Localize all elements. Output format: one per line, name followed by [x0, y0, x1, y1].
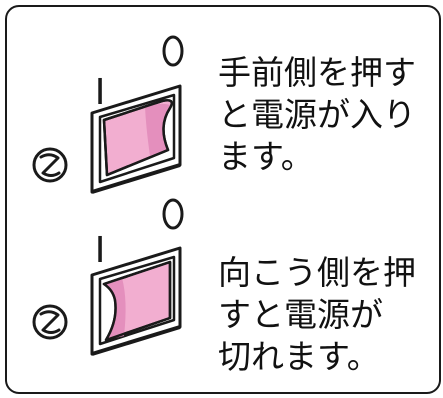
switch-on-caption-line-2: と電源が入り — [218, 95, 416, 134]
rocker-switch-icon — [90, 84, 182, 194]
switch-on-on-mark: I — [95, 72, 106, 113]
switch-off-off-mark-icon — [162, 198, 184, 230]
switch-on-illustration: I — [32, 35, 184, 194]
rocker-switch-icon — [90, 246, 182, 356]
switch-on-off-mark-icon — [162, 35, 184, 67]
switch-off-caption-line-1: 向こう側を押 — [218, 253, 416, 292]
instruction-panel — [5, 5, 441, 394]
power-symbol-icon — [32, 304, 68, 340]
switch-off-caption-line-3: 切れます。 — [218, 337, 380, 376]
switch-on-caption-line-3: ます。 — [218, 137, 314, 176]
power-symbol-icon — [32, 147, 68, 183]
switch-off-on-mark: I — [95, 230, 106, 271]
switch-off-illustration: I — [32, 198, 184, 356]
switch-on-caption: 手前側を押す と電源が入り ます。 — [218, 52, 416, 178]
switch-off-caption: 向こう側を押 すと電源が 切れます。 — [218, 252, 416, 378]
switch-on-caption-line-1: 手前側を押す — [218, 53, 416, 92]
switch-off-caption-line-2: すと電源が — [218, 295, 383, 334]
